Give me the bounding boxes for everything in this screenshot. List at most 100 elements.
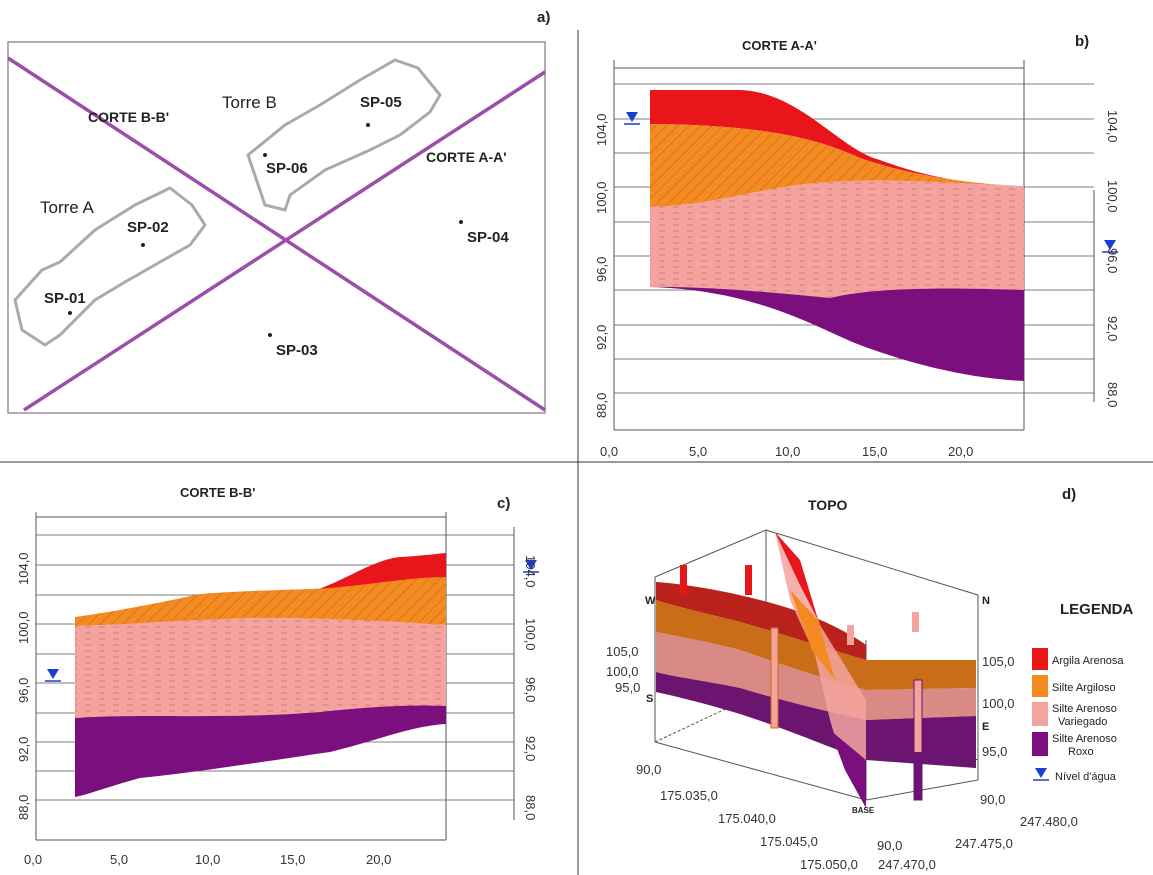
panel-b-section-aa: b) CORTE A-A' (594, 33, 1120, 459)
z-tick-label: 105,0 (606, 644, 639, 659)
x-tick-label: 175.045,0 (760, 834, 818, 849)
water-level-triangle-icon (1035, 768, 1047, 778)
cut-plane-roxo (830, 730, 866, 808)
legend-label-roxo-l2: Roxo (1068, 746, 1094, 758)
panel-d-3d-model: d) TOPO (606, 486, 1078, 872)
y-tick-label: 88,0 (16, 795, 31, 820)
sp-01-label: SP-01 (44, 290, 86, 307)
sp-05-marker (366, 123, 370, 127)
cut-bb-label: CORTE B-B' (88, 109, 169, 125)
sp-02-marker (141, 243, 145, 247)
surface-silte-variegado (656, 632, 976, 720)
layer-silte-roxo-aa (650, 286, 1024, 381)
y-tick-label: 92,0 (523, 736, 538, 761)
z-tick-label: 90,0 (980, 792, 1005, 807)
panel-c-y-ticks-right: 88,0 92,0 96,0 100,0 104,0 (523, 555, 538, 820)
y-tick-label: 104,0 (1105, 110, 1120, 143)
x-tick-label: 0,0 (600, 444, 618, 459)
panel-c-y-ticks-left: 88,0 92,0 96,0 100,0 104,0 (16, 552, 31, 820)
water-level-triangle-icon (525, 560, 537, 570)
borehole (680, 565, 687, 595)
panel-c-title: CORTE B-B' (180, 485, 255, 500)
torre-b-outline (246, 58, 442, 212)
panel-b-title: CORTE A-A' (742, 38, 817, 53)
y-tick-label: 104,0 (523, 555, 538, 588)
layer-silte-variegado-bb-dash (75, 618, 446, 718)
z-tick-label: 95,0 (982, 744, 1007, 759)
x-tick-label: 0,0 (24, 852, 42, 867)
y-tick-label: 92,0 (16, 737, 31, 762)
layer-argila-arenosa-aa (650, 90, 1024, 186)
panel-c-section-bb: c) CORTE B-B' 0,0 5 (16, 485, 539, 867)
cut-plane-silte-argiloso (790, 590, 835, 680)
y-tick-label: 88,0 (1105, 382, 1120, 407)
z-tick-label: 95,0 (615, 680, 640, 695)
x-tick-label: 15,0 (862, 444, 887, 459)
legend-label-variegado-l2: Variegado (1058, 716, 1107, 728)
sp-05-label: SP-05 (360, 94, 402, 111)
y-tick-label: 104,0 (16, 552, 31, 585)
sp-04-label: SP-04 (467, 229, 509, 246)
torre-b-label: Torre B (222, 93, 277, 112)
panel-b-x-ticks: 0,0 5,0 10,0 15,0 20,0 (600, 444, 973, 459)
panel-d-z-ticks-left: 105,0 100,0 95,0 90,0 (606, 644, 661, 777)
panel-d-x-ticks: 175.035,0 175.040,0 175.045,0 175.050,0 (660, 788, 858, 872)
y-tick-label: 100,0 (16, 611, 31, 644)
z-tick-label: 90,0 (636, 762, 661, 777)
sp-02-label: SP-02 (127, 219, 169, 236)
layer-silte-argiloso-bb-hatch (75, 577, 446, 626)
panel-d-z-ticks-right: 105,0 100,0 95,0 90,0 (980, 654, 1015, 807)
x-tick-label: 10,0 (195, 852, 220, 867)
legend-label-variegado-l1: Silte Arenoso (1052, 703, 1117, 715)
legend-label-roxo: Silte Arenoso Roxo (1052, 733, 1120, 758)
panel-d-y-ticks: 247.480,0 247.475,0 247.470,0 (878, 814, 1078, 872)
torre-a-outline (13, 186, 207, 347)
x-tick-label: 175.035,0 (660, 788, 718, 803)
x-tick-label: 5,0 (110, 852, 128, 867)
legend-swatch-argila (1032, 648, 1048, 670)
layer-silte-roxo-bb (75, 705, 446, 797)
y-tick-label: 247.470,0 (878, 857, 936, 872)
panel-a-letter: a) (537, 9, 550, 26)
legend: LEGENDA Argila Arenosa Silte Argiloso Si… (1032, 601, 1134, 783)
legend-label-silte-argiloso: Silte Argiloso (1052, 682, 1116, 694)
borehole (912, 612, 919, 632)
legend-label-roxo-l1: Silte Arenoso (1052, 733, 1117, 745)
sp-03-label: SP-03 (276, 342, 318, 359)
surface-silte-roxo (656, 672, 976, 768)
panel-c-x-ticks: 0,0 5,0 10,0 15,0 20,0 (24, 852, 391, 867)
sp-06-label: SP-06 (266, 160, 308, 177)
cut-plane-argila (775, 532, 818, 620)
legend-label-variegado: Silte Arenoso Variegado (1052, 703, 1120, 728)
borehole (847, 625, 854, 645)
y-tick-label: 96,0 (1105, 248, 1120, 273)
corner-s-label: S (646, 693, 653, 705)
legend-title: LEGENDA (1060, 601, 1134, 618)
borehole-bottom (914, 752, 922, 800)
panel-d-title: TOPO (808, 497, 848, 513)
y-tick-label: 92,0 (1105, 316, 1120, 341)
x-tick-label: 20,0 (948, 444, 973, 459)
borehole (770, 627, 779, 729)
sp-04-marker (459, 220, 463, 224)
layer-argila-arenosa-bb (300, 553, 446, 597)
y-tick-label: 100,0 (594, 181, 609, 214)
borehole (745, 565, 752, 595)
corner-e-label: E (982, 721, 989, 733)
x-tick-label: 175.050,0 (800, 857, 858, 872)
panel-d-letter: d) (1062, 486, 1076, 503)
water-level-triangle-icon (626, 112, 638, 122)
layer-silte-variegado-aa-dash (650, 180, 1024, 298)
x-tick-label: 15,0 (280, 852, 305, 867)
sp-01-marker (68, 311, 72, 315)
boreholes-3d (680, 565, 923, 801)
water-level-triangle-icon (47, 669, 59, 679)
y-tick-label: 100,0 (523, 618, 538, 651)
y-tick-label: 92,0 (594, 325, 609, 350)
torre-a-label: Torre A (40, 198, 95, 217)
z-tick-label: 100,0 (606, 664, 639, 679)
y-tick-label: 88,0 (594, 393, 609, 418)
sp-03-marker (268, 333, 272, 337)
panel-b-letter: b) (1075, 33, 1089, 50)
